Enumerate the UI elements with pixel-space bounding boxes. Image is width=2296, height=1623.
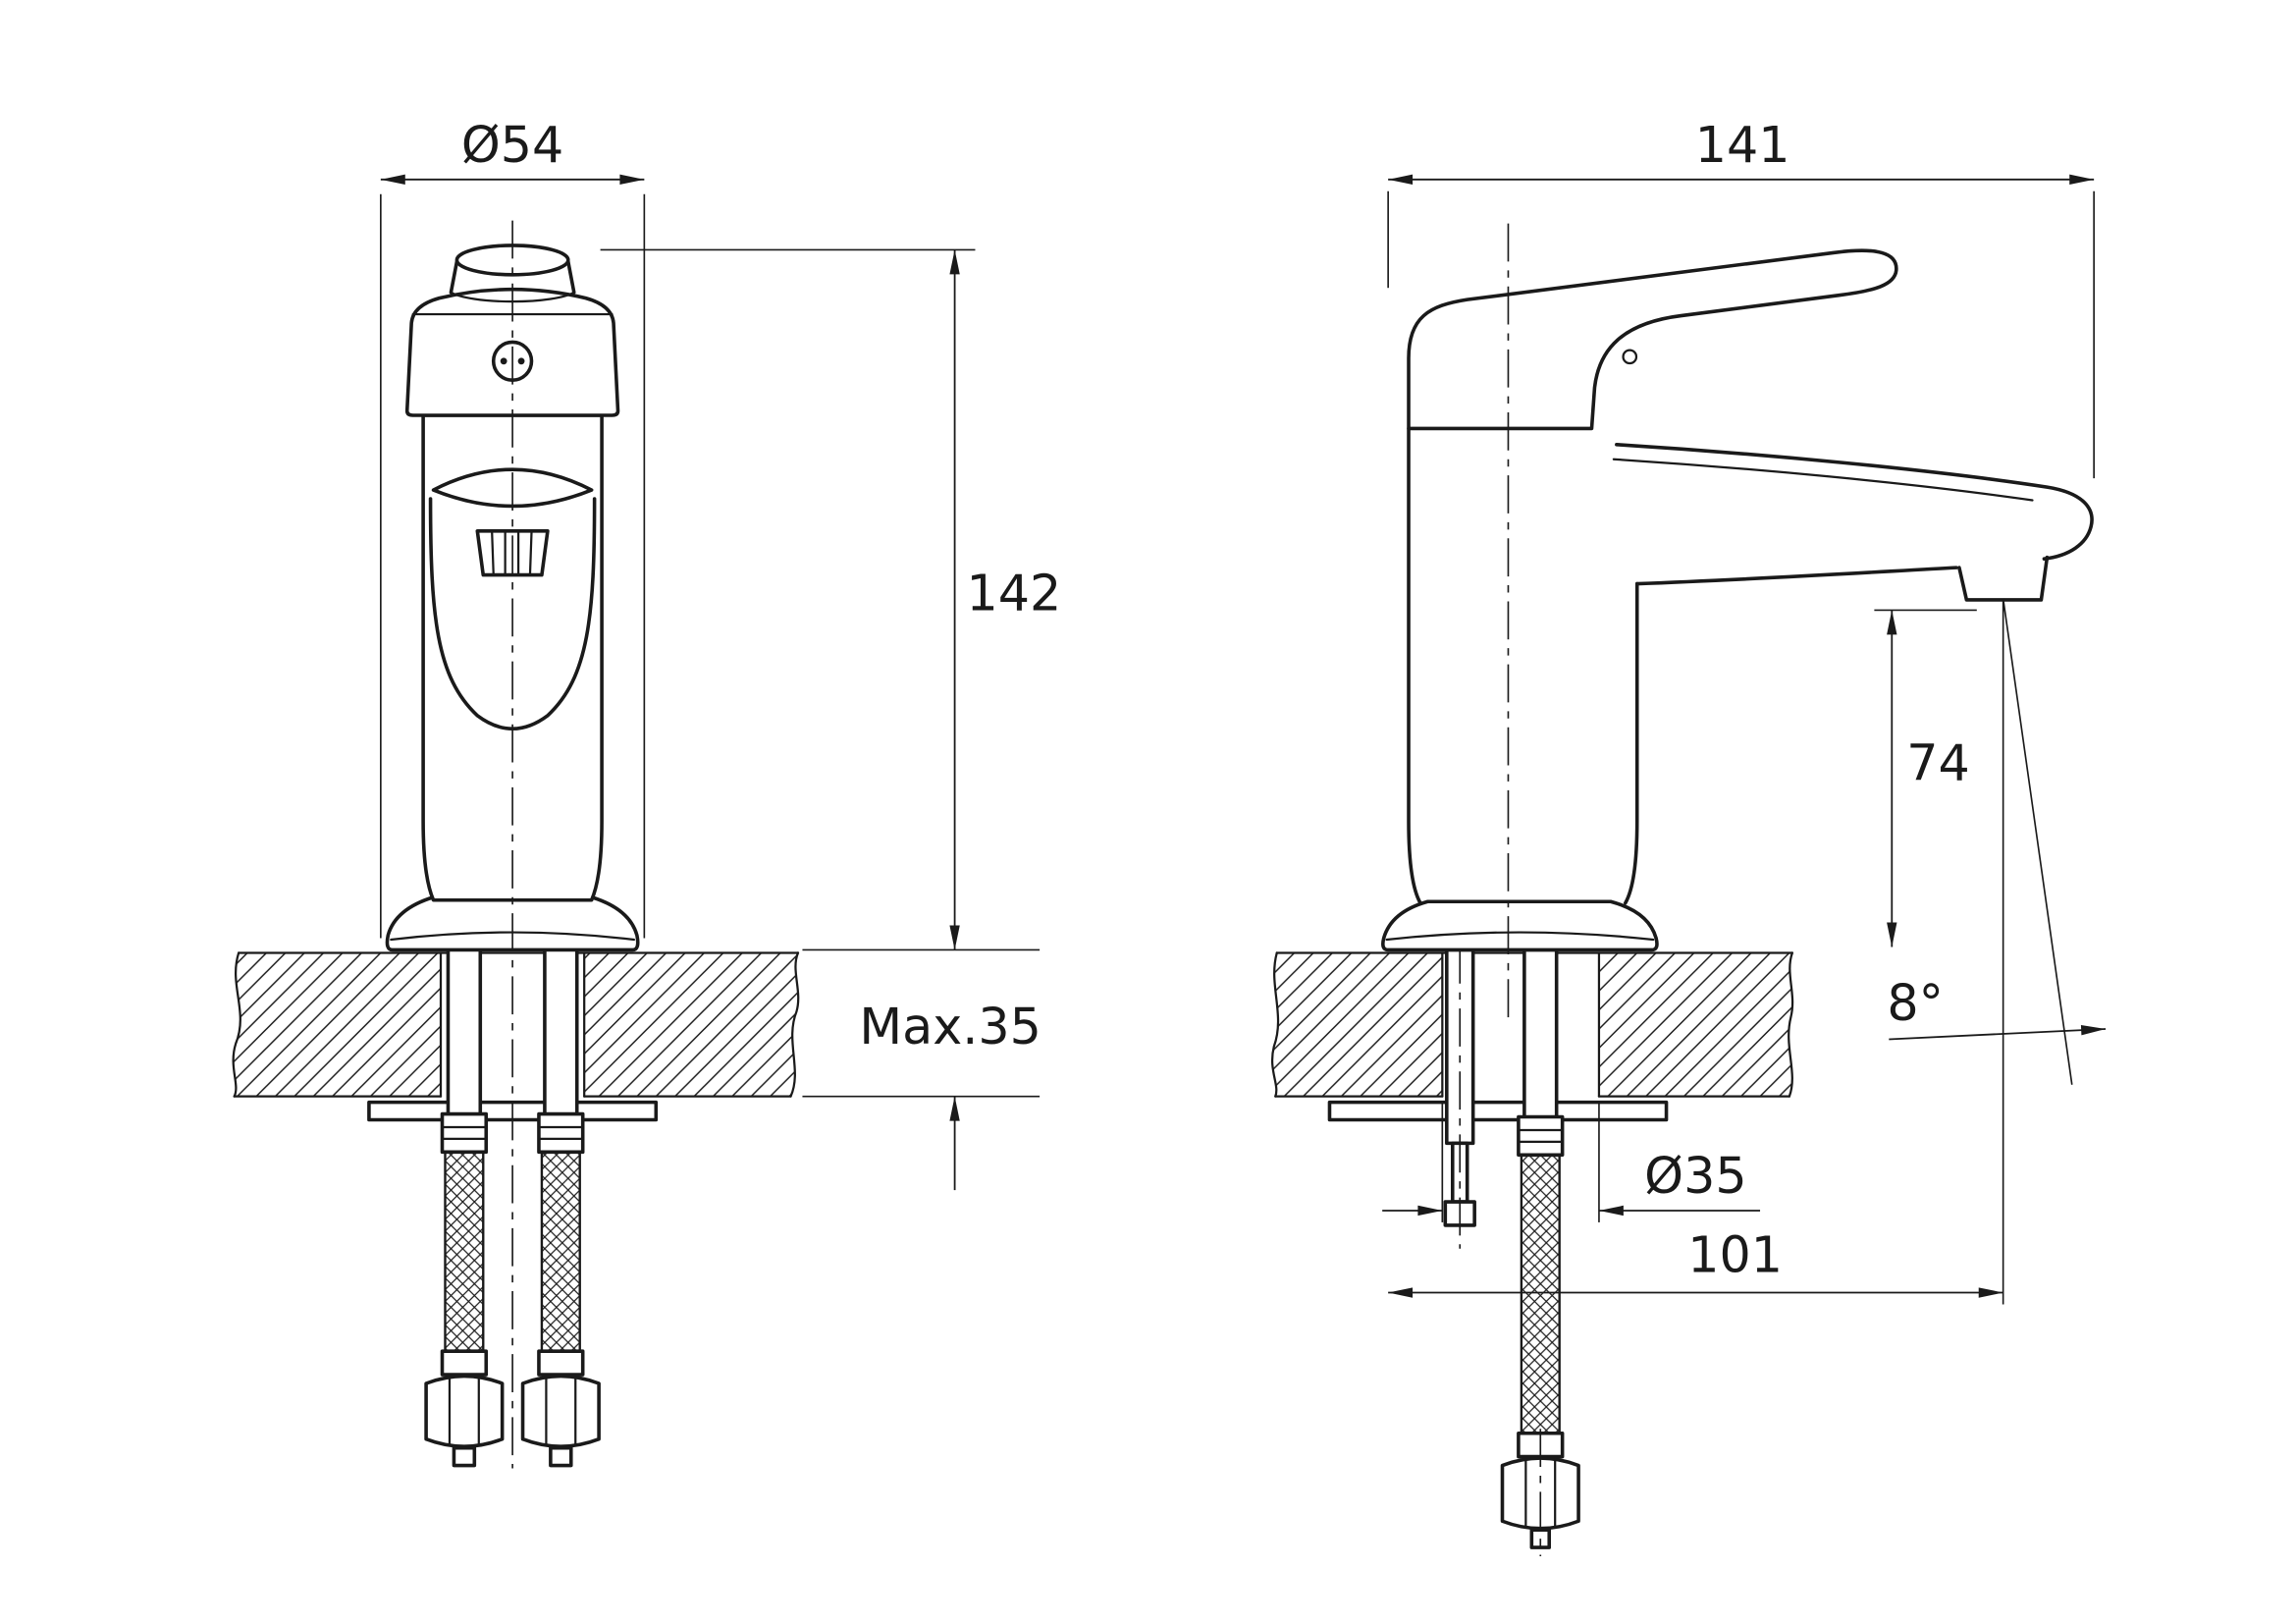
side-aerator [1957, 555, 2050, 602]
spout-underside [1634, 566, 1958, 586]
side-view: 141 74 8° Ø35 101 [1271, 116, 2107, 1557]
side-dimensions: 141 74 8° Ø35 101 [1382, 116, 2107, 1298]
dimension-spout-height: 74 [1874, 609, 1977, 947]
dimension-base-diameter: Ø54 [380, 116, 646, 939]
spout-top [1615, 443, 2094, 561]
mounting-stud [1443, 945, 1476, 1249]
front-view: Ø54 142 Max.35 [232, 116, 1062, 1469]
dim-label-body-height: 142 [967, 564, 1062, 622]
dimension-hole-diameter: Ø35 [1382, 1102, 1761, 1222]
spout-angle-construction [2002, 598, 2073, 1305]
dim-label-max-thickness: Max.35 [859, 998, 1041, 1055]
hose-right-hex-nut [520, 1374, 601, 1448]
hose-left-hex-nut [424, 1374, 505, 1448]
dim-label-spout-angle: 8° [1887, 974, 1944, 1032]
dimension-spout-angle: 8° [1887, 974, 2107, 1041]
dimension-overall-length: 141 [1387, 116, 2095, 479]
handle-indicator-dot [1622, 349, 1638, 365]
front-dimensions: Ø54 142 Max.35 [380, 116, 1062, 1191]
dim-label-spout-height: 74 [1906, 733, 1970, 791]
front-faucet [385, 243, 640, 952]
dim-label-base-diameter: Ø54 [461, 116, 563, 174]
side-base-flange [1381, 899, 1659, 952]
dimension-max-thickness: Max.35 [802, 998, 1041, 1191]
dim-label-spout-reach: 101 [1687, 1226, 1783, 1284]
supply-hose-left [424, 945, 505, 1468]
dimension-body-height: 142 [600, 248, 1062, 951]
side-faucet [1381, 248, 2094, 952]
side-countertop-section [1271, 951, 1794, 1098]
front-countertop-section [232, 951, 800, 1098]
lever-handle [1407, 248, 1898, 431]
dim-label-overall-length: 141 [1695, 116, 1790, 174]
front-supply-hoses [424, 945, 601, 1468]
side-backing-washer [1327, 1100, 1669, 1122]
dimension-spout-reach: 101 [1388, 1226, 2003, 1298]
dim-label-hole-diameter: Ø35 [1644, 1147, 1746, 1205]
front-body [421, 413, 604, 902]
supply-hose-right [520, 945, 601, 1468]
